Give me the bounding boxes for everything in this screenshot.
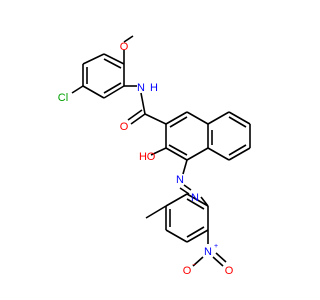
azo-nitrogen-1-label: N (176, 174, 184, 186)
bond-naph-6 (165, 111, 188, 125)
bond-naph-8 (228, 111, 251, 125)
bond-c-cl (71, 85, 84, 94)
bond-ring-b-4-inner (186, 226, 205, 238)
bond-azo-double-1 (179, 187, 190, 195)
bond-ring-b-6 (186, 193, 209, 207)
bond-ring-b-4 (186, 229, 209, 243)
nitro-nitrogen-charge: + (214, 243, 218, 250)
bond-naph-3 (186, 147, 209, 161)
bond-ring-a-5-inner (103, 82, 122, 94)
bond-carbonyl-o-double (127, 109, 143, 121)
hydroxy-hydrogen-label: H (139, 151, 147, 163)
nitro-oxide-oxygen-charge: − (192, 262, 196, 269)
bond-naph-10 (228, 147, 251, 161)
bond-nh-carbonyl (140, 92, 146, 115)
bond-azo-double-2 (183, 184, 192, 191)
bond-naph-2-inner (168, 144, 188, 156)
bonds (71, 35, 251, 267)
bond-carbonyl-ring (144, 113, 167, 125)
bond-naph-7 (207, 111, 230, 125)
azo-nitrogen-2-label: N (191, 192, 199, 204)
bond-nitro-o-minus (192, 256, 204, 267)
amide-hydrogen-label: H (150, 82, 158, 94)
nitro-nitrogen-label: N (204, 246, 212, 258)
bond-methoxy-ch3 (123, 35, 134, 43)
bond-nitro-o-double-1 (212, 256, 224, 267)
bond-carbonyl-o (130, 113, 146, 125)
bond-c-oh (150, 147, 167, 156)
bond-nitro-o-double-2 (215, 252, 227, 263)
bond-ring-b-3 (165, 229, 188, 243)
bond-ring-methyl (145, 205, 167, 219)
chlorine-label: Cl (58, 92, 68, 104)
bond-naph-5 (186, 111, 209, 125)
bond-ring-a-4 (82, 85, 105, 99)
bond-naph-6-inner (169, 116, 188, 128)
chemical-structure: O N H Cl O H O N N N + O − O (58, 35, 251, 277)
hydroxy-oxygen-label: O (147, 151, 156, 163)
bond-naph-2 (165, 147, 188, 161)
bond-ring-a-5 (103, 85, 125, 99)
amide-nitrogen-label: N (137, 82, 145, 94)
bond-ring-b-6-inner (186, 198, 205, 210)
bond-ring-a-2 (82, 53, 105, 65)
bond-naph-8-inner (228, 116, 247, 128)
atom-labels: O N H Cl O H O N N N + O − O (58, 41, 234, 277)
nitro-oxygen-label: O (225, 265, 234, 277)
bond-naph-10-inner (228, 144, 247, 156)
bond-ring-b-1 (165, 193, 188, 207)
nitro-oxide-oxygen-label: O (183, 265, 192, 277)
carbonyl-oxygen-label: O (120, 121, 129, 133)
bond-ring-a-1-inner (103, 58, 122, 69)
bond-ring-a-1 (103, 53, 125, 65)
methoxy-oxygen-label: O (120, 41, 129, 53)
bond-naph-11 (207, 147, 230, 161)
bond-ring-azo (182, 159, 188, 175)
